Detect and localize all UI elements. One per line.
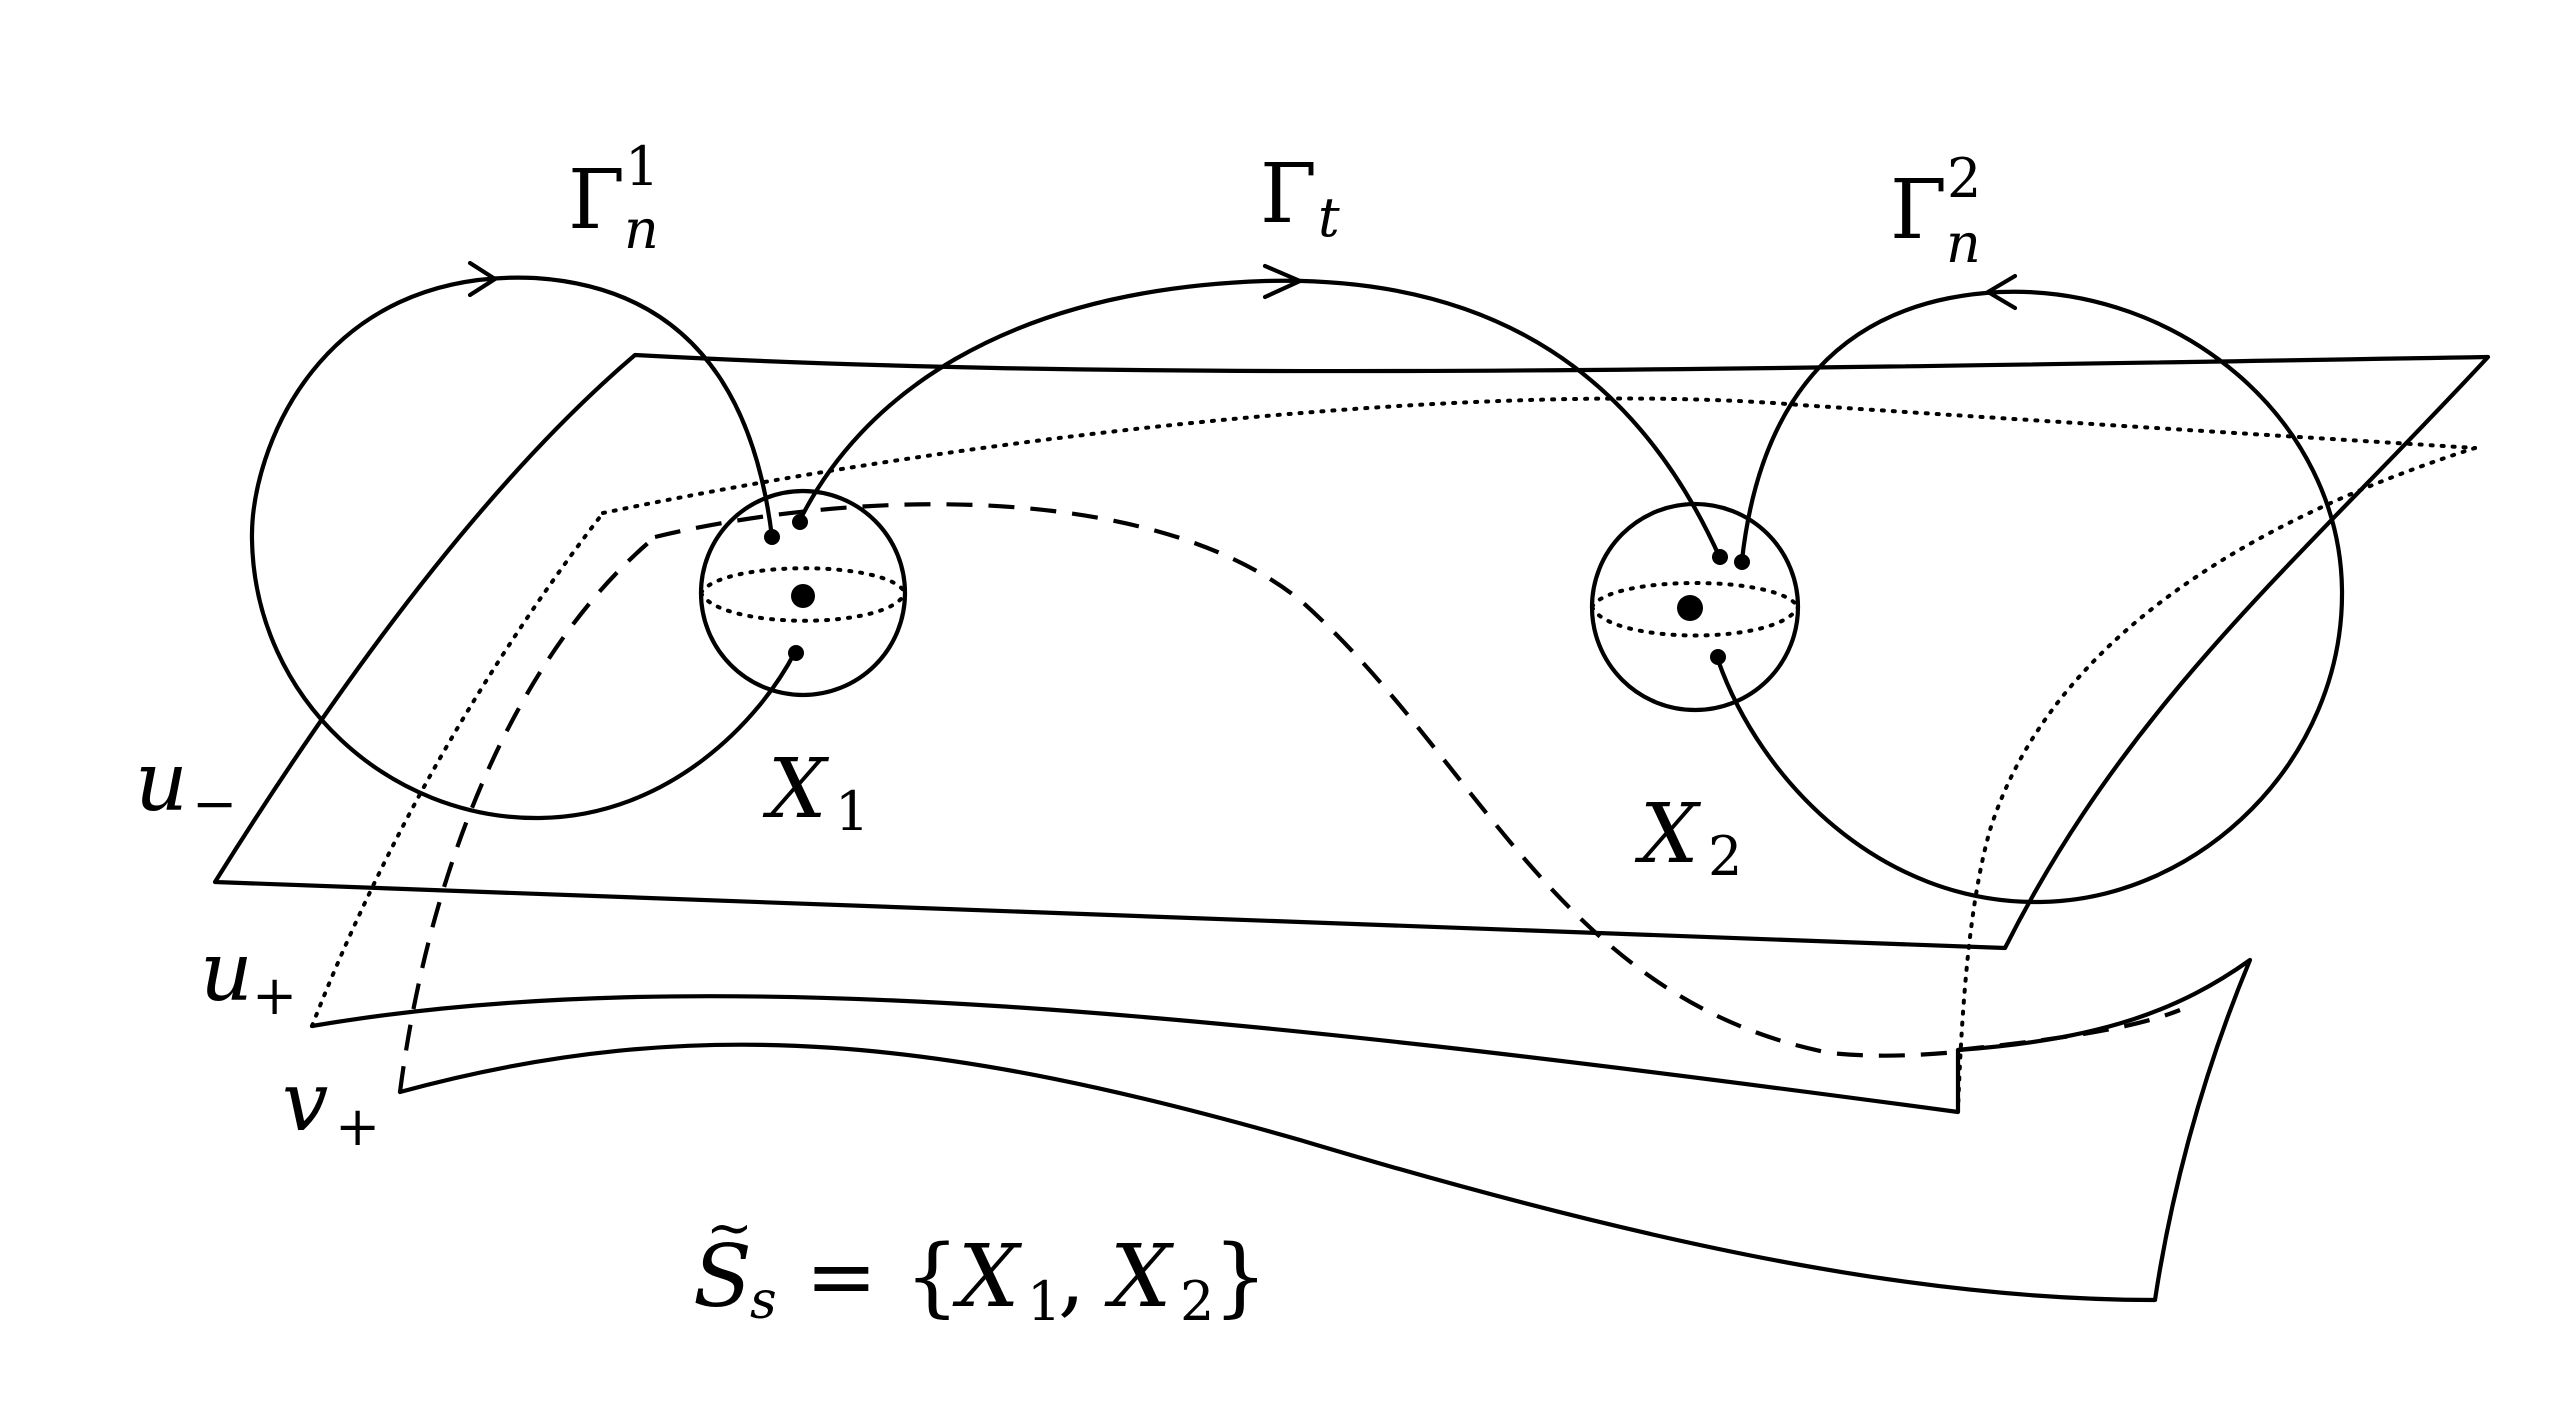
label-x1: X 1: [762, 742, 869, 843]
label-x2-base: X: [1634, 787, 1702, 882]
loop-gamma-t: [797, 278, 1723, 561]
loop-gamma-n2: [1715, 289, 2345, 905]
sphere-x1: [698, 488, 908, 698]
label-x2: X 2: [1634, 787, 1742, 888]
label-gamma-t: Γ t: [1260, 147, 1340, 249]
formula-rhs-x2: X: [1104, 1227, 1175, 1327]
arrow-gamma-n1: [467, 260, 498, 298]
loop-gamma-n1: [249, 275, 798, 821]
label-u-plus-sub: +: [252, 964, 297, 1027]
label-u-minus-base: u: [135, 735, 188, 830]
formula-lhs-base: S: [693, 1227, 752, 1327]
surface-u-plus-right-edge: [1956, 446, 2477, 1112]
surface-u-plus-left-edge: [310, 511, 605, 1028]
label-gamma-n2-base: Γ: [1890, 163, 1947, 258]
label-gamma-t-base: Γ: [1260, 147, 1317, 242]
label-v-plus-sub: +: [335, 1095, 380, 1158]
label-gamma-n2: Γ 2 n: [1890, 147, 1981, 275]
formula-rhs-sub2: 2: [1180, 1270, 1214, 1333]
loops: [249, 260, 2345, 905]
label-x1-sub: 1: [835, 780, 869, 843]
sphere-x1-center-point: [791, 584, 815, 608]
label-u-plus: u +: [200, 925, 297, 1027]
sphere-x1-point-a: [764, 529, 780, 545]
label-u-minus: u −: [135, 735, 237, 835]
label-u-minus-sub: −: [192, 772, 237, 835]
sphere-x2-center-point: [1677, 595, 1703, 621]
sphere-x2-point-a: [1712, 549, 1728, 565]
sphere-x2-point-b: [1734, 554, 1750, 570]
sphere-x2-equator-front: [1590, 605, 1800, 638]
formula-lhs-sub: s: [750, 1271, 777, 1331]
formula-rhs-sub1: 1: [1027, 1270, 1061, 1333]
formula-rhs-close: }: [1213, 1227, 1268, 1327]
surfaces: [212, 352, 2491, 1303]
sphere-x1-equator-back: [699, 566, 907, 595]
sphere-x1-equator-front: [699, 591, 907, 623]
arrow-gamma-n2: [1985, 273, 2018, 311]
label-gamma-n1-sup: 1: [625, 135, 659, 198]
formula-lhs-tilde: ~: [706, 1196, 753, 1261]
sphere-x2: [1589, 501, 1801, 713]
label-gamma-n2-sub: n: [1946, 212, 1981, 275]
sphere-x2-point-c: [1710, 649, 1726, 665]
surface-u-plus-bottom-edge: [309, 994, 1961, 1115]
surface-v-plus-left-edge: [397, 535, 657, 1093]
surface-u-minus: [212, 352, 2491, 951]
label-v-plus-base: v: [282, 1055, 328, 1150]
label-u-plus-base: u: [200, 925, 253, 1020]
surface-v-plus-bottom-edge: [397, 957, 2253, 1303]
arrow-gamma-t: [1262, 263, 1303, 300]
sphere-x1-point-c: [788, 645, 804, 661]
label-v-plus: v +: [282, 1055, 380, 1158]
sphere-x1-point-b: [792, 514, 808, 530]
formula-rhs-open: = {: [778, 1227, 959, 1327]
sphere-x2-equator-back: [1590, 581, 1800, 609]
surface-v-plus-top-edge: [654, 502, 1959, 1058]
formula-rhs-x1: X: [952, 1227, 1023, 1327]
label-x1-base: X: [762, 742, 830, 837]
label-gamma-t-sub: t: [1318, 186, 1340, 249]
label-gamma-n1: Γ 1 n: [568, 135, 659, 261]
label-gamma-n1-base: Γ: [568, 153, 625, 248]
label-gamma-n2-sup: 2: [1947, 147, 1981, 210]
label-x2-sub: 2: [1708, 825, 1742, 888]
surface-u-plus-top-edge: [601, 396, 2477, 515]
label-formula: S ~ s = { X 1 , X 2 }: [693, 1196, 1268, 1333]
label-gamma-n1-sub: n: [624, 198, 659, 261]
formula-rhs-comma: ,: [1058, 1227, 1113, 1327]
